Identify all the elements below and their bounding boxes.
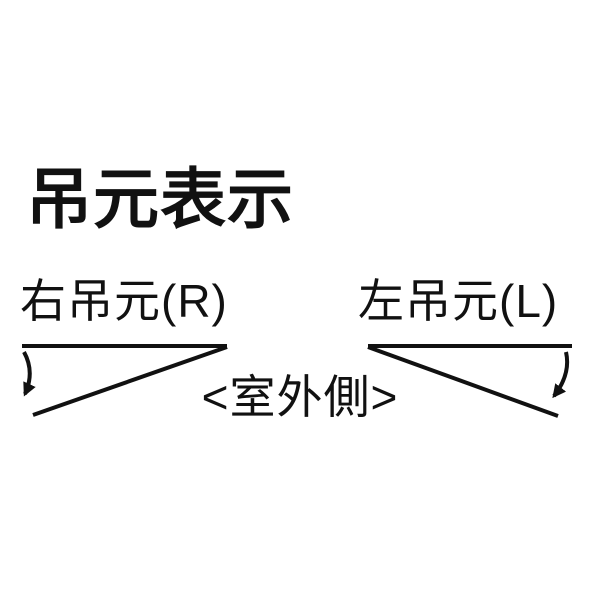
outdoor-side-label: <室外側> — [201, 371, 399, 423]
right-hinge-label: 右吊元(R) — [20, 275, 228, 327]
left-hinge-label: 左吊元(L) — [358, 275, 559, 327]
page-title: 吊元表示 — [26, 162, 294, 236]
right-hinge-swing-arrow-icon — [22, 351, 36, 397]
left-hinge-door-open-line — [367, 345, 559, 418]
right-hinge-door-open-line — [32, 345, 228, 417]
left-hinge-swing-arrow-icon — [552, 351, 570, 399]
